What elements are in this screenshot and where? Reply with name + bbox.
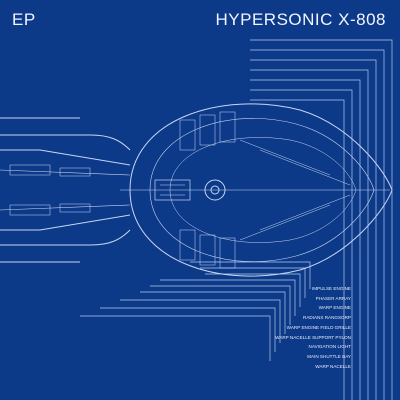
upper-nacelle [0, 117, 131, 151]
shuttle-bay [154, 179, 191, 201]
leader-line [140, 291, 286, 334]
leader-line [205, 273, 301, 307]
legend-item: WARP NACELLE SUPPORT PYLON [275, 334, 351, 340]
legend-item: WARP ENGINE [318, 305, 351, 311]
bridge-dome [204, 179, 226, 201]
artist-name: HYPERSONIC X-808 [215, 10, 386, 29]
release-type: EP [12, 10, 36, 29]
leader-line [150, 285, 291, 325]
engineering-hull [0, 149, 131, 231]
legend-item: NAVIGATION LIGHT [308, 344, 351, 350]
lower-nacelle [0, 229, 131, 263]
guide-line [250, 79, 361, 400]
leader-line [120, 299, 281, 343]
leader-line [100, 307, 276, 352]
leader-line [190, 261, 311, 289]
ship-outline [0, 103, 393, 277]
legend-item: PHASER ARRAY [315, 295, 351, 301]
guide-line [250, 89, 353, 400]
guide-line [250, 69, 369, 400]
legend-item: MAIN SHUTTLE BAY [307, 353, 351, 359]
parts-legend: IMPULSE ENGINE PHASER ARRAY WARP ENGINE … [231, 284, 351, 371]
guide-line [250, 49, 385, 400]
guide-line [250, 59, 377, 400]
guide-line [250, 39, 393, 400]
guide-line [250, 99, 345, 400]
saucer-hull [129, 103, 393, 277]
legend-item: IMPULSE ENGINE [311, 286, 351, 291]
leader-line [160, 279, 296, 316]
legend-item: WARP ENGINE FIELD GRILLE [286, 324, 351, 330]
legend-item: RADIANS RANGSORP [303, 315, 351, 321]
legend-item: WARP NACELLE [315, 363, 351, 369]
leader-line [80, 315, 271, 361]
